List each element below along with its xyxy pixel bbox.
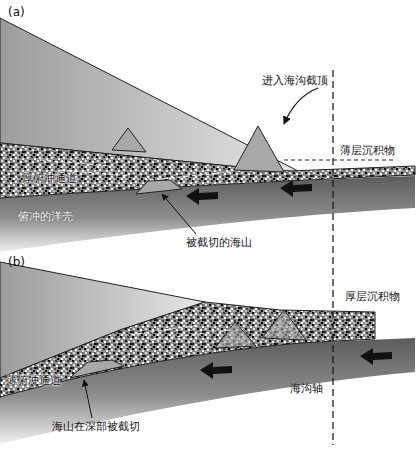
layer-label: 厚层沉积物 <box>345 290 400 303</box>
truncated-seamount <box>70 360 124 378</box>
seamount <box>112 128 146 152</box>
motion-arrow <box>360 348 392 365</box>
callout-label: 海山在深部被截切 <box>52 420 140 433</box>
region-label: 厚俯冲通道 <box>22 172 77 185</box>
panel-letter: (b) <box>8 256 25 269</box>
dashed-line <box>284 160 395 161</box>
motion-arrow <box>186 188 218 205</box>
truncated-seamount <box>136 180 182 194</box>
leader-arrow <box>284 88 318 124</box>
panel-b <box>0 262 415 444</box>
trench-axis-line <box>332 70 333 445</box>
sediment-channel <box>0 302 375 397</box>
axis-label: 海沟轴 <box>290 382 323 395</box>
callout-label: 被截切的海山 <box>186 236 252 249</box>
seamount <box>262 310 306 340</box>
leader-arrow <box>84 380 92 418</box>
leader-arrow <box>162 194 196 234</box>
motion-arrow <box>280 180 312 197</box>
layer-label: 薄层沉积物 <box>340 144 395 157</box>
motion-arrow <box>200 362 232 379</box>
sediment-channel <box>0 143 415 198</box>
region-label: 俯冲的洋壳 <box>18 210 73 223</box>
seamount-entering <box>234 126 284 172</box>
seamount <box>215 322 256 348</box>
region-label: 薄俯冲通道 <box>6 374 61 387</box>
panel-a <box>0 18 415 252</box>
panel-letter: (a) <box>8 6 25 19</box>
dashed-line <box>130 325 230 340</box>
callout-label: 进入海沟截顶 <box>262 74 328 87</box>
